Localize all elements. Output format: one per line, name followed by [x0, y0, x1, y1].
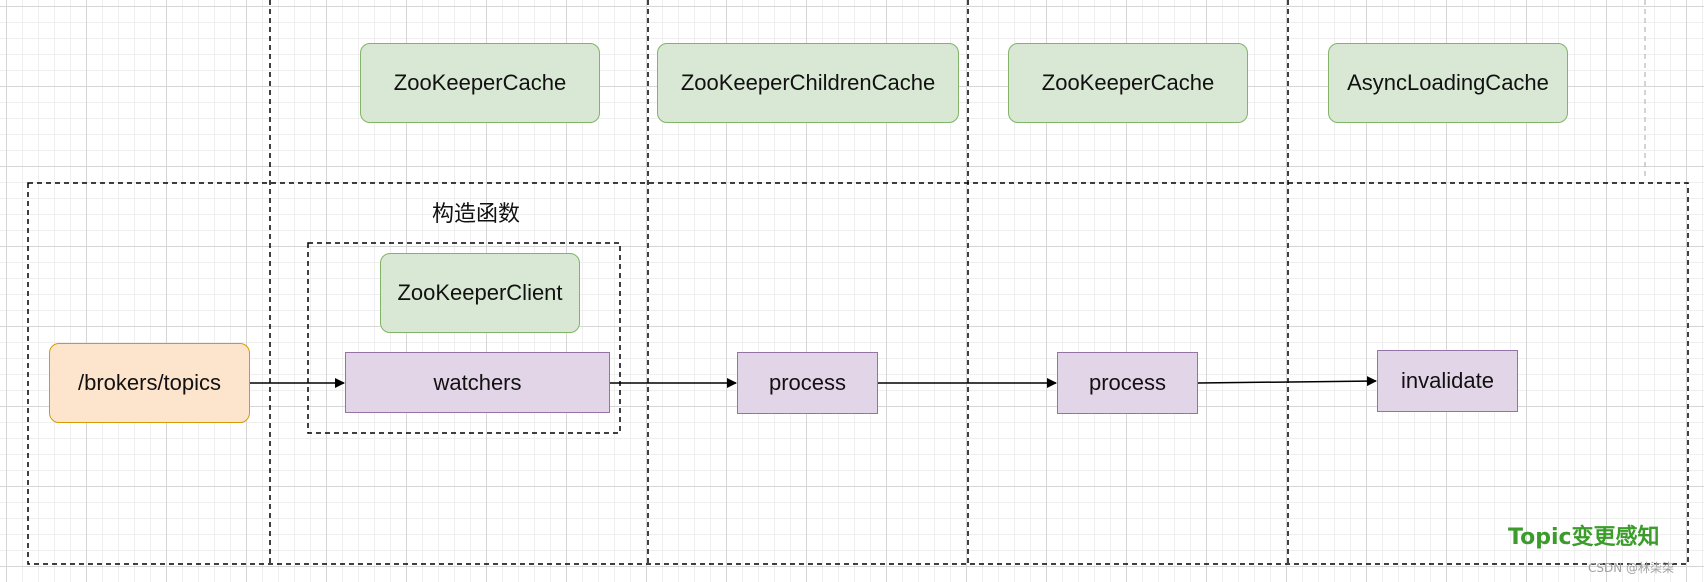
cache-box-async-loading[interactable]: AsyncLoadingCache: [1328, 43, 1568, 123]
process-box-2[interactable]: process: [1057, 352, 1198, 414]
brokers-topics-box[interactable]: /brokers/topics: [49, 343, 250, 423]
cache-box-zookeeper[interactable]: ZooKeeperCache: [360, 43, 600, 123]
cache-box-zookeeper-2[interactable]: ZooKeeperCache: [1008, 43, 1248, 123]
zookeeper-client-box[interactable]: ZooKeeperClient: [380, 253, 580, 333]
process-box-1[interactable]: process: [737, 352, 878, 414]
cache-box-zookeeper-children[interactable]: ZooKeeperChildrenCache: [657, 43, 959, 123]
diagram-title: Topic变更感知: [1508, 525, 1660, 550]
constructor-group: [307, 242, 621, 434]
invalidate-box[interactable]: invalidate: [1377, 350, 1518, 412]
outer-frame: [27, 182, 1689, 565]
watchers-box[interactable]: watchers: [345, 352, 610, 413]
watermark: CSDN @林柒柒: [1588, 561, 1675, 575]
arrow-process-to-invalidate: [1197, 376, 1377, 387]
constructor-label: 构造函数: [432, 202, 521, 227]
